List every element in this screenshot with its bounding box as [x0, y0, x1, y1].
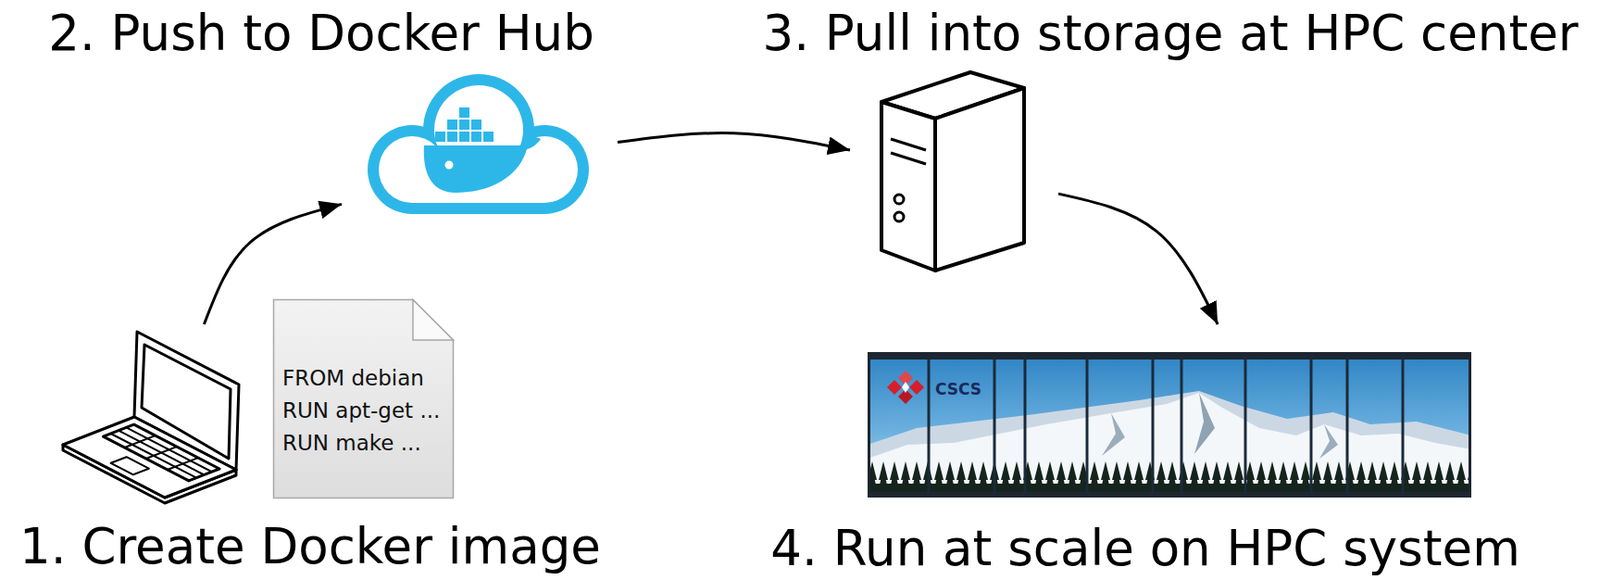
- flow-arrow: [203, 203, 342, 325]
- cabinet-seams-part: [1180, 351, 1184, 498]
- hpc-cabinets-part: [867, 351, 1472, 498]
- keyboard-keys-part: [146, 446, 177, 459]
- cabinet-seams-part: [1086, 351, 1089, 498]
- cloud-outline: [367, 74, 589, 214]
- cabinet-seams-part: [1346, 351, 1350, 498]
- laptop-icon: [62, 331, 239, 503]
- step-caption-slot: 4. Run at scale on HPC system: [770, 521, 1521, 575]
- document-outline: [273, 299, 454, 499]
- cscs-logo-part: [887, 379, 902, 395]
- cscs-logo-part: [901, 381, 910, 393]
- cloud-inside: [378, 85, 578, 203]
- step-caption-slot: 2. Push to Docker Hub: [48, 6, 595, 61]
- rock-shade: [1101, 412, 1125, 456]
- server-icon-part: [894, 194, 904, 204]
- storage-server-node: 3. Pull into storage at HPC center: [879, 62, 1026, 271]
- flow-arrow: [617, 133, 850, 151]
- document-sheet: [274, 300, 454, 499]
- docker-whale-part: [435, 131, 446, 142]
- docker-whale-part: [447, 131, 458, 142]
- snow-mountains: [867, 392, 1472, 498]
- docker-whale-part: [447, 119, 458, 130]
- keyboard-keys: [111, 426, 213, 477]
- flow-arrow: [1058, 193, 1218, 325]
- cabinet-seams: [928, 351, 1403, 498]
- cscs-logo-part: [909, 379, 925, 395]
- laptop-base: [62, 416, 237, 498]
- cabinet-seams-part: [1244, 351, 1248, 498]
- server-icon-part: [890, 152, 926, 164]
- docker-whale-part: [424, 137, 541, 193]
- step-caption-slot: 1. Create Docker image: [19, 519, 601, 574]
- connectors: [203, 133, 1218, 325]
- server-icon-part: [890, 138, 926, 150]
- server-icon: [881, 72, 1025, 271]
- step-caption: 3. Pull into storage at HPC center: [762, 6, 1578, 61]
- docker-whale-part: [471, 131, 482, 142]
- logo-label: CSCS: [935, 380, 982, 399]
- docker-whale-part: [459, 107, 470, 118]
- document-fold: [412, 300, 454, 341]
- hpc-system-node: 4. Run at scale on HPC system: [867, 351, 1472, 498]
- docker-hub-node: 2. Push to Docker Hub: [369, 73, 590, 214]
- step-caption: 1. Create Docker image: [19, 519, 601, 574]
- step-caption: 2. Push to Docker Hub: [48, 6, 595, 61]
- code-line: RUN make ...: [282, 426, 422, 460]
- cabinet-seams-part: [1151, 351, 1155, 498]
- step-caption: 4. Run at scale on HPC system: [770, 521, 1521, 575]
- step-caption-slot: 3. Pull into storage at HPC center: [762, 6, 1578, 61]
- laptop-node: 1. Create Docker image: [61, 331, 240, 500]
- laptop-keyboard: [103, 424, 221, 481]
- keyboard-keys-part: [167, 457, 199, 470]
- keyboard-keys-part: [125, 435, 156, 448]
- docker-whale-part: [471, 119, 482, 130]
- far-mountains: [867, 390, 1472, 498]
- docker-whale-part: [445, 161, 454, 170]
- server-front: [881, 101, 936, 271]
- hpc-cabinets-part: [869, 353, 1471, 497]
- dockerfile-document: FROM debianRUN apt-get ...RUN make ...: [273, 299, 454, 499]
- code-line: FROM debian: [282, 362, 425, 395]
- cabinet-seams-part: [1024, 351, 1027, 498]
- rock-shade: [1194, 392, 1215, 454]
- keyboard-keys-part: [111, 433, 197, 478]
- rock-shade: [1319, 424, 1338, 459]
- code-line: RUN apt-get ...: [282, 394, 440, 427]
- cabinet-seams-part: [993, 351, 997, 498]
- hpc-cabinets: [867, 351, 1472, 498]
- cabinet-seams-part: [1310, 351, 1313, 498]
- laptop-touchpad: [111, 456, 150, 475]
- docker-cloud-icon: [367, 74, 589, 214]
- docker-whale-part: [483, 131, 494, 142]
- server-side: [935, 87, 1025, 271]
- docker-whale-part: [459, 119, 470, 130]
- cscs-logo: [887, 370, 925, 404]
- server-icon-part: [894, 212, 904, 222]
- cabinet-seams-part: [1401, 351, 1405, 498]
- docker-whale-part: [459, 131, 470, 142]
- docker-whale: [424, 107, 541, 193]
- cabinet-seams-part: [927, 351, 931, 498]
